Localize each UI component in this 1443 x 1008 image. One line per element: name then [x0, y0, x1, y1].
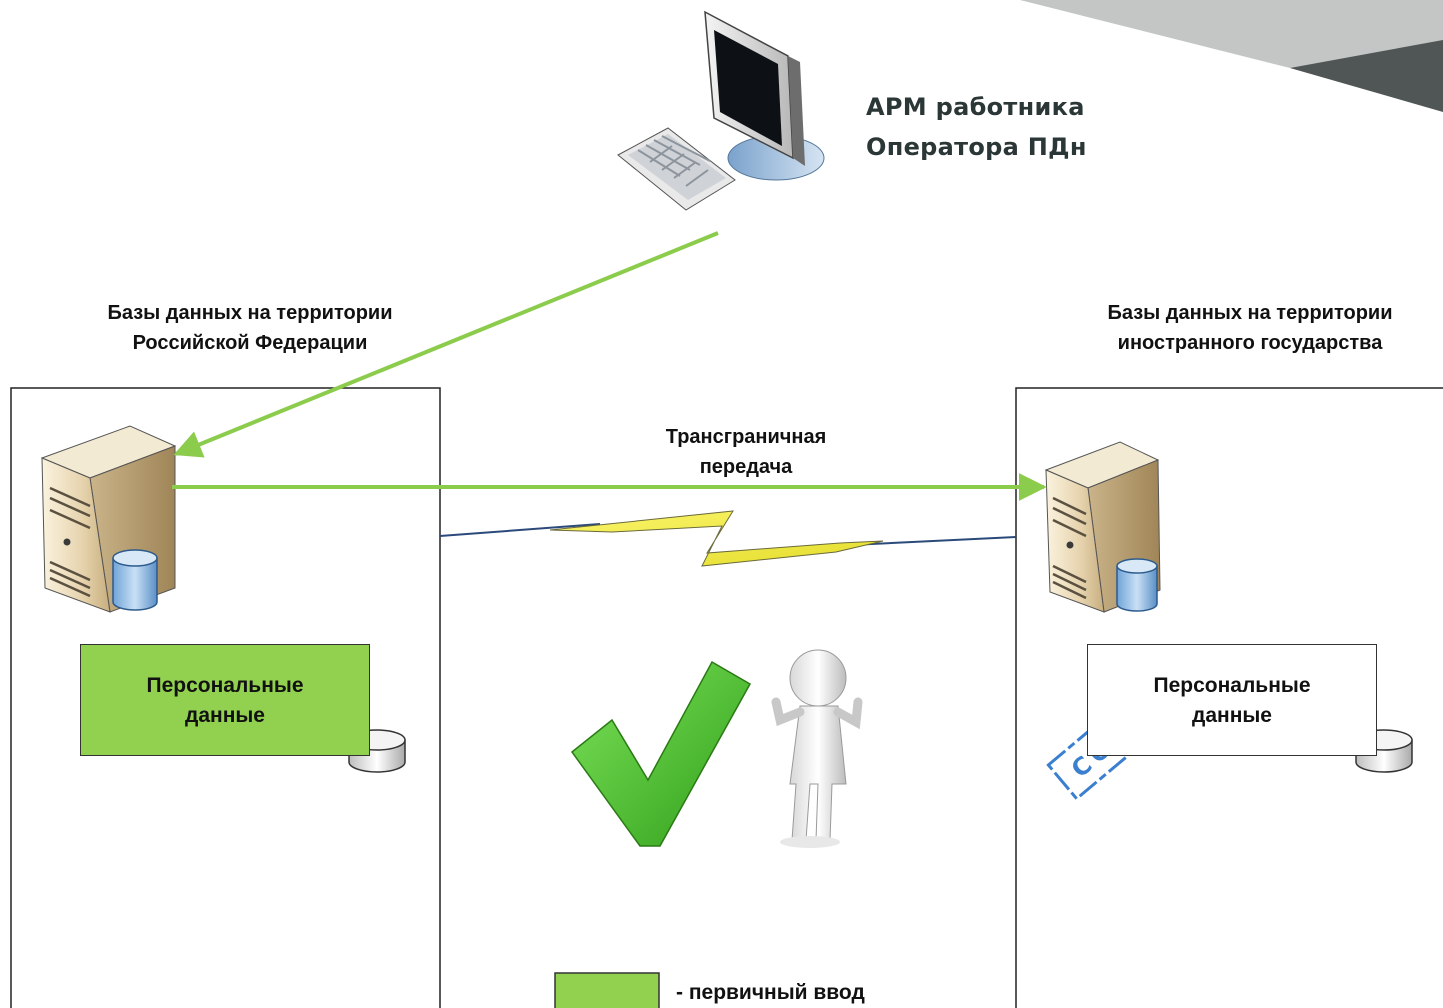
legend-swatch [554, 972, 660, 1008]
foreign-zone-title-line: иностранного государства [1117, 332, 1383, 354]
transfer-label-line: Трансграничная [665, 426, 827, 448]
russia-zone-title-line: Российской Федерации [132, 332, 368, 354]
lightning-bolt-icon [549, 510, 884, 567]
personal-data-box-russia: Персональные данные [80, 644, 370, 756]
foreign-zone-frame [1015, 387, 1443, 1008]
server-russia [40, 425, 177, 613]
pd-box-line: данные [185, 704, 265, 728]
pd-box-line: Персональные [1153, 674, 1311, 697]
thumbs-up-figure-icon [771, 649, 863, 848]
entry-arrow [173, 231, 719, 458]
russia-zone-frame [10, 387, 441, 1008]
green-checkmark-icon [570, 660, 752, 847]
computer-workstation-icon [617, 10, 825, 211]
corner-decoration [1020, 0, 1443, 112]
foreign-zone-title-line: Базы данных на территории [1107, 302, 1393, 324]
workstation-label-line: АРМ работника [866, 93, 1085, 121]
transfer-label-line: передача [699, 456, 793, 478]
personal-data-box-foreign: Персональные данные [1087, 644, 1377, 756]
transfer-label: Трансграничная передача [596, 422, 896, 482]
russia-zone-title: Базы данных на территории Российской Фед… [40, 298, 460, 358]
foreign-zone-title: Базы данных на территории иностранного г… [1040, 298, 1443, 358]
transborder-link [439, 510, 1017, 567]
workstation-label-line: Оператора ПДн [866, 132, 1087, 161]
workstation-label: АРМ работника Оператора ПДн [866, 88, 1087, 167]
legend-text: - первичный ввод [676, 981, 865, 1004]
pd-box-line: Персональные [146, 674, 304, 697]
russia-zone-title-line: Базы данных на территории [107, 302, 393, 324]
server-foreign [1044, 441, 1161, 613]
pd-box-line: данные [1192, 704, 1272, 728]
